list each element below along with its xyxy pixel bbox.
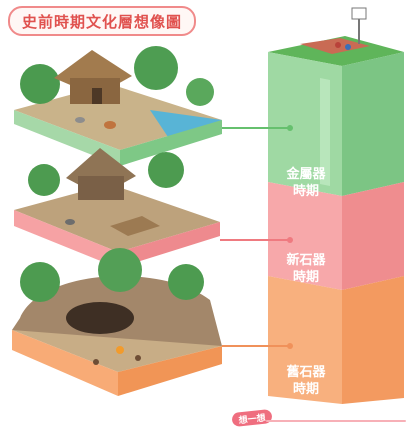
title-badge: 史前時期文化層想像圖 <box>8 6 196 36</box>
person-icon <box>345 44 351 50</box>
person-icon <box>135 355 141 361</box>
shore-water <box>150 110 222 140</box>
person-icon <box>335 42 341 48</box>
think-label: 想一想 <box>238 413 267 426</box>
tree-icon <box>134 46 178 90</box>
neolithic-diorama <box>14 148 220 268</box>
metal-age-diorama <box>14 46 222 166</box>
tree-icon <box>148 152 184 188</box>
person-icon <box>93 359 99 365</box>
tree-icon <box>98 248 142 292</box>
paleolithic-layer-side <box>342 276 404 404</box>
tree-icon <box>20 262 60 302</box>
basketball-hoop-icon <box>351 7 367 20</box>
tree-icon <box>186 78 214 106</box>
paleolithic-text: 舊石器時期 <box>286 365 326 397</box>
tree-icon <box>168 264 204 300</box>
strata-column <box>268 7 404 404</box>
cave-opening <box>66 302 134 334</box>
page-title: 史前時期文化層想像圖 <box>21 12 182 31</box>
metal-age-layer-side <box>342 52 404 196</box>
neolithic-label: 新石器時期 <box>266 252 346 286</box>
dug-pit <box>110 216 160 236</box>
neolithic-layer-front <box>268 182 342 290</box>
metal-age-label: 金屬器時期 <box>266 166 346 200</box>
metal-age-text: 金屬器時期 <box>286 167 326 199</box>
tree-icon <box>20 64 60 104</box>
neolithic-text: 新石器時期 <box>286 253 326 285</box>
neolithic-layer-side <box>342 182 404 290</box>
paleolithic-diorama <box>12 248 222 396</box>
campfire-icon <box>116 346 124 354</box>
paleolithic-layer-front <box>268 276 342 404</box>
tree-icon <box>28 164 60 196</box>
think-underline <box>266 420 406 422</box>
paleolithic-label: 舊石器時期 <box>266 364 346 398</box>
neolithic-house <box>78 176 124 200</box>
court-area <box>300 38 370 54</box>
